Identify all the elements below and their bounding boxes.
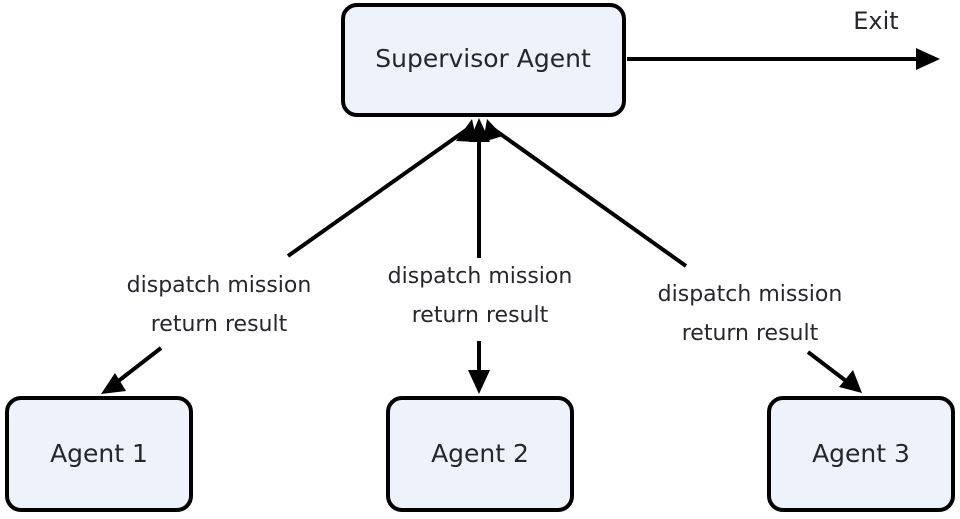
node-agent2[interactable]: Agent 2 bbox=[386, 396, 574, 512]
edge-agent1-shaft bbox=[286, 126, 471, 258]
edge-to-agent1-shaft bbox=[110, 346, 163, 388]
node-agent3-box[interactable] bbox=[767, 396, 955, 512]
edge-label-agent1-line2: return result bbox=[151, 312, 288, 337]
edge-to-agent1 bbox=[101, 346, 163, 394]
edge-label-agent3: dispatch mission return result bbox=[658, 282, 843, 346]
edge-agent3-shaft bbox=[490, 126, 688, 268]
exit-arrowhead bbox=[916, 48, 940, 70]
edge-label-agent3-line1: dispatch mission bbox=[658, 282, 843, 307]
edge-label-agent1: dispatch mission return result bbox=[127, 273, 312, 337]
edge-agent3-up bbox=[483, 119, 688, 268]
edge-to-agent3 bbox=[806, 350, 862, 393]
edge-agent3-arrowhead bbox=[483, 119, 503, 142]
edge-to-agent2-arrowhead bbox=[468, 370, 490, 394]
edge-to-agent1-arrowhead bbox=[101, 373, 126, 394]
node-supervisor-box[interactable] bbox=[341, 3, 626, 117]
edge-label-agent3-line2: return result bbox=[682, 321, 819, 346]
node-supervisor-label: Supervisor Agent bbox=[375, 44, 591, 73]
node-agent3[interactable]: Agent 3 bbox=[767, 396, 955, 512]
edge-to-agent2 bbox=[468, 341, 490, 394]
node-agent1-box[interactable] bbox=[5, 396, 193, 512]
edge-to-agent3-shaft bbox=[806, 350, 852, 386]
edge-label-agent1-line1: dispatch mission bbox=[127, 273, 312, 298]
node-supervisor[interactable]: Supervisor Agent bbox=[341, 3, 626, 117]
node-agent3-label: Agent 3 bbox=[812, 439, 910, 468]
edge-label-agent2: dispatch mission return result bbox=[388, 264, 573, 328]
exit-label: Exit bbox=[853, 7, 898, 35]
node-agent1[interactable]: Agent 1 bbox=[5, 396, 193, 512]
edge-exit bbox=[627, 48, 940, 70]
node-agent1-label: Agent 1 bbox=[50, 439, 148, 468]
edge-agent1-up bbox=[286, 119, 477, 258]
node-agent2-box[interactable] bbox=[386, 396, 574, 512]
node-agent2-label: Agent 2 bbox=[431, 439, 529, 468]
edge-to-agent3-arrowhead bbox=[839, 370, 862, 393]
edge-label-agent2-line1: dispatch mission bbox=[388, 264, 573, 289]
edge-label-agent2-line2: return result bbox=[412, 303, 549, 328]
